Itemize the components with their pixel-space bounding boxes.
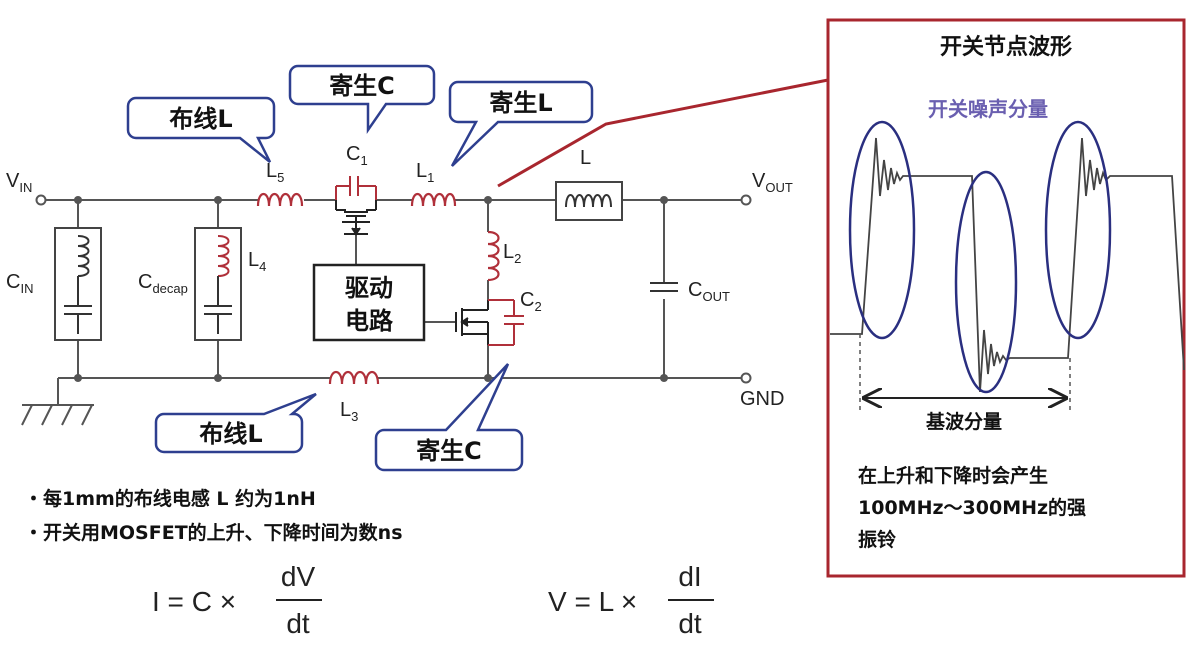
l1-inductor [410, 192, 457, 207]
junction-dots [74, 196, 668, 382]
bullet-2: ・开关用MOSFET的上升、下降时间为数ns [24, 521, 403, 544]
panel-desc-line2: 100MHz～300MHz的强 [858, 496, 1086, 519]
gnd-terminal [740, 372, 752, 384]
noise-ellipse-3 [1044, 120, 1112, 340]
c2-capacitor [488, 299, 524, 346]
callout-wiring-l-top: 布线L [126, 96, 276, 163]
wiring [21, 199, 742, 426]
svg-text:布线L: 布线L [199, 420, 262, 448]
equation-voltage: V = L × dI dt [548, 561, 714, 639]
c1-label: C1 [346, 143, 368, 168]
panel-desc-line1: 在上升和下降时会产生 [858, 464, 1048, 487]
driver-label-line2: 电路 [345, 307, 394, 335]
fundamental-label: 基波分量 [925, 410, 1002, 433]
l2-label: L2 [503, 241, 521, 266]
main-inductor [555, 181, 623, 221]
svg-text:布线L: 布线L [169, 105, 232, 133]
vin-label: VIN [6, 170, 32, 195]
noise-component-label: 开关噪声分量 [928, 97, 1048, 121]
cout-capacitor [650, 282, 678, 292]
noise-ellipse-1 [848, 120, 916, 340]
callout-parasitic-c-top: 寄生C [288, 64, 436, 135]
cin-label: CIN [6, 271, 33, 296]
waveform-panel [826, 18, 1186, 578]
cin-capacitor [54, 227, 102, 341]
c1-capacitor [335, 176, 377, 200]
c2-label: C2 [520, 289, 542, 314]
svg-text:dV: dV [281, 561, 316, 592]
callout-parasitic-c-bottom: 寄生C [374, 363, 524, 472]
callout-wiring-l-bottom: 布线L [154, 392, 317, 454]
l-main-label: L [580, 147, 591, 169]
high-side-mosfet [335, 200, 377, 236]
equation-current: I = C × dV dt [152, 561, 322, 639]
svg-text:dt: dt [678, 608, 702, 639]
svg-text:寄生L: 寄生L [489, 89, 552, 117]
driver-label-line1: 驱动 [345, 274, 393, 302]
svg-text:寄生C: 寄生C [329, 72, 395, 100]
switch-node-waveform [830, 137, 1185, 393]
svg-text:dI: dI [678, 561, 701, 592]
l4-label: L4 [248, 249, 266, 274]
l2-inductor [487, 230, 500, 282]
l5-label: L5 [266, 160, 284, 185]
l5-inductor [256, 192, 304, 207]
callout-parasitic-l: 寄生L [448, 80, 594, 167]
svg-text:I = C ×: I = C × [152, 586, 236, 617]
l3-inductor [328, 370, 380, 385]
bullet-1: ・每1mm的布线电感 L 约为1nH [24, 487, 316, 510]
svg-text:dt: dt [286, 608, 310, 639]
panel-title: 开关节点波形 [940, 34, 1072, 60]
low-side-mosfet [455, 300, 489, 345]
l3-label: L3 [340, 399, 358, 424]
cdecap-label: Cdecap [138, 271, 188, 296]
cdecap-capacitor [194, 227, 242, 341]
vout-terminal [740, 194, 752, 206]
svg-text:寄生C: 寄生C [416, 437, 482, 465]
driver-box [312, 263, 426, 342]
vout-label: VOUT [752, 170, 793, 195]
svg-text:V = L ×: V = L × [548, 586, 637, 617]
switch-node-connector [497, 78, 829, 188]
gnd-label: GND [740, 388, 784, 410]
l1-label: L1 [416, 160, 434, 185]
vin-terminal [35, 194, 47, 206]
cout-label: COUT [688, 279, 730, 304]
panel-desc-line3: 振铃 [858, 528, 896, 551]
